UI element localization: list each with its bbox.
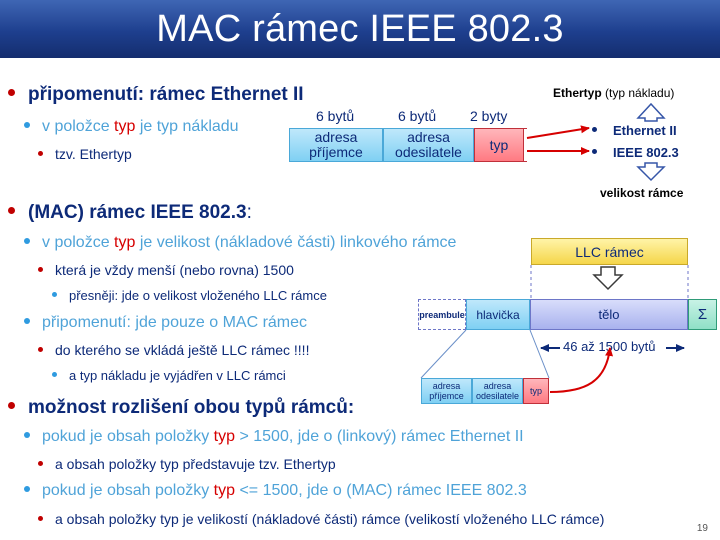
- size-label-type: 2 byty: [470, 108, 508, 124]
- bullet-text: a typ nákladu je vyjádřen v LLC rámci: [69, 368, 286, 383]
- bullet-size-meaning: a obsah položky typ je velikostí (náklad…: [38, 511, 604, 527]
- page-number: 19: [696, 523, 708, 534]
- field-text: odesilatele: [395, 144, 462, 160]
- field-text: odesilatele: [475, 391, 520, 401]
- text-part: je typ nákladu: [135, 118, 239, 135]
- preamble-field: preambule: [418, 299, 466, 330]
- bullet-text: přesněji: jde o velikost vloženého LLC r…: [69, 288, 327, 303]
- bullet-ethertyp: tzv. Ethertyp: [38, 146, 132, 162]
- bullet-ieee-frame: (MAC) rámec IEEE 802.3:: [8, 202, 252, 224]
- bullet-text: připomenutí: rámec Ethernet II: [28, 84, 304, 105]
- header-field: hlavička: [466, 299, 530, 330]
- llc-frame-box: LLC rámec: [531, 238, 688, 265]
- bullet-type-is-size: v položce typ je velikost (nákladové čás…: [24, 234, 456, 252]
- bullet-dot: [8, 207, 15, 215]
- caption-bold: Ethertyp: [553, 86, 602, 100]
- field-text: adresa: [483, 381, 512, 391]
- body-length-label: 46 až 1500 bytů: [563, 339, 656, 354]
- bullet-dot: [52, 292, 57, 298]
- up-arrow-icon: [636, 102, 666, 122]
- size-label-src: 6 bytů: [398, 108, 437, 124]
- bullet-text: do kterého se vkládá ještě LLC rámec !!!…: [55, 342, 310, 358]
- bullet-text: (MAC) rámec IEEE 802.3: [28, 202, 247, 223]
- body-field: tělo: [530, 299, 688, 330]
- text-part: v položce: [42, 234, 115, 251]
- text-part: > 1500, jde o (linkový) rámec Ethernet I…: [235, 428, 524, 445]
- bullet-text: a obsah položky typ představuje tzv. Eth…: [55, 456, 336, 472]
- frame2-type-field: typ: [523, 378, 549, 404]
- bullet-reminder-ethernet: připomenutí: rámec Ethernet II: [8, 84, 304, 106]
- llc-into-body-arrow-icon: [592, 266, 624, 291]
- bullet-under-1500: pokud je obsah položky typ <= 1500, jde …: [24, 482, 527, 500]
- field-text: adresa: [407, 129, 450, 145]
- bullet-dot: [592, 127, 597, 133]
- text-part: <= 1500, jde o (MAC) rámec IEEE 802.3: [235, 482, 527, 499]
- bullet-llc-size: přesněji: jde o velikost vloženého LLC r…: [52, 288, 327, 303]
- field-text: příjemce: [429, 391, 464, 401]
- text-highlight: typ: [213, 482, 236, 499]
- text-part: pokud je obsah položky: [42, 428, 214, 445]
- option-text: Ethernet II: [613, 123, 677, 138]
- caption-text: (typ nákladu): [601, 86, 675, 100]
- option-ethernet-ii: Ethernet II: [592, 123, 677, 138]
- text-part: v položce: [42, 118, 115, 135]
- bullet-payload-in-llc: a typ nákladu je vyjádřen v LLC rámci: [52, 368, 286, 383]
- type-to-length-arrow: [549, 347, 614, 393]
- bullet-max-1500: která je vždy menší (nebo rovna) 1500: [38, 262, 294, 278]
- bullet-dot: [592, 149, 597, 155]
- bullet-text: připomenutí: jde pouze o MAC rámec: [42, 314, 308, 331]
- ethertyp-caption: Ethertyp (typ nákladu): [553, 86, 674, 100]
- bullet-mac-only: připomenutí: jde pouze o MAC rámec: [24, 314, 307, 332]
- bullet-dot: [38, 346, 43, 352]
- bullet-dot: [8, 89, 15, 97]
- bullet-ethertyp-meaning: a obsah položky typ představuje tzv. Eth…: [38, 456, 336, 472]
- text-highlight: typ: [114, 118, 136, 135]
- bullet-dot: [38, 515, 43, 521]
- bullet-llc-inside: do kterého se vkládá ještě LLC rámec !!!…: [38, 342, 309, 358]
- bullet-type-is-payload: v položce typ je typ nákladu: [24, 118, 239, 136]
- bullet-dot: [24, 237, 30, 244]
- text-part: pokud je obsah položky: [42, 482, 214, 499]
- frame1-continuation: [524, 128, 527, 162]
- bullet-dot: [38, 266, 43, 272]
- bullet-dot: [38, 460, 43, 466]
- bullet-text: možnost rozlišení obou typů rámců:: [28, 397, 355, 418]
- text-part: :: [246, 202, 252, 223]
- header-expansion-lines: [420, 329, 550, 379]
- text-highlight: typ: [213, 428, 236, 445]
- text-highlight: typ: [114, 234, 136, 251]
- bullet-dot: [24, 431, 30, 438]
- field-text: adresa: [314, 129, 358, 145]
- checksum-field: Σ: [688, 299, 717, 330]
- bullet-dot: [8, 402, 15, 410]
- size-label-dst: 6 bytů: [316, 108, 355, 124]
- field-text: příjemce: [309, 144, 363, 160]
- bullet-over-1500: pokud je obsah položky typ > 1500, jde o…: [24, 428, 524, 446]
- field-text: adresa: [432, 381, 461, 391]
- slide-title: MAC rámec IEEE 802.3: [156, 8, 564, 50]
- bullet-dot: [24, 121, 30, 128]
- bullet-distinguish: možnost rozlišení obou typů rámců:: [8, 397, 354, 419]
- title-bar: [0, 0, 720, 58]
- bullet-text: a obsah položky typ je velikostí (náklad…: [55, 511, 605, 527]
- type-to-ethernet-arrow: [526, 125, 590, 139]
- bullet-text: která je vždy menší (nebo rovna) 1500: [55, 262, 294, 278]
- bullet-dot: [24, 317, 30, 324]
- size-caption: velikost rámce: [600, 186, 684, 200]
- down-arrow-icon: [636, 162, 666, 182]
- text-part: je velikost (nákladové části) linkového …: [135, 234, 457, 251]
- option-ieee-8023: IEEE 802.3: [592, 145, 679, 160]
- bullet-text: tzv. Ethertyp: [55, 146, 132, 162]
- bullet-dot: [52, 372, 57, 378]
- bullet-dot: [24, 485, 30, 492]
- bullet-dot: [38, 150, 43, 156]
- frame1-type-field: typ: [474, 128, 524, 162]
- option-text: IEEE 802.3: [613, 145, 679, 160]
